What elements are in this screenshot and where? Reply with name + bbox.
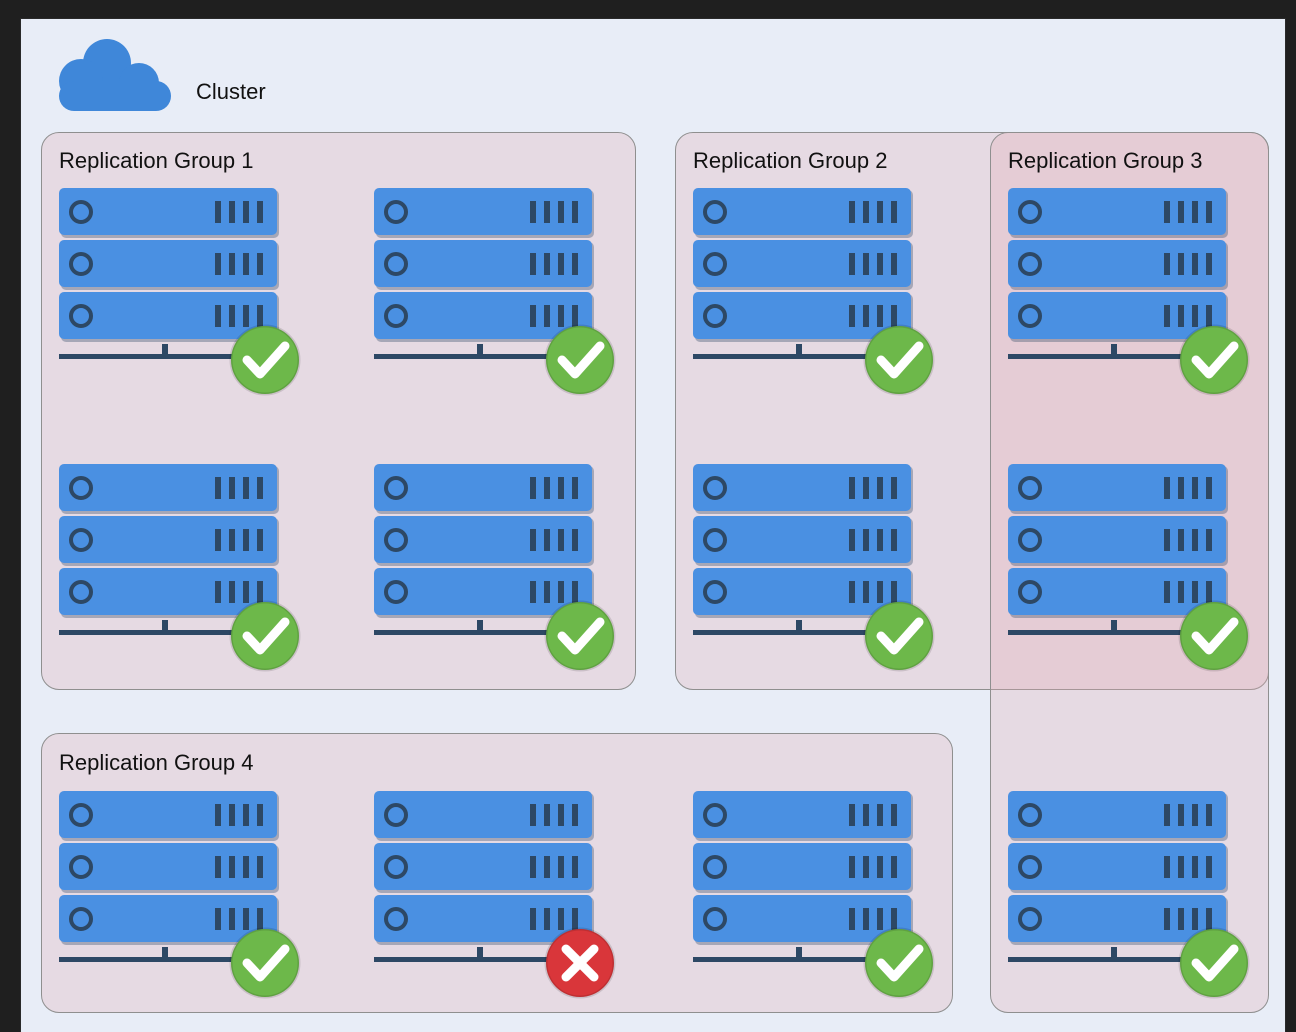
server-rack-icon: [1008, 188, 1250, 396]
check-icon: [1178, 927, 1250, 999]
server-s5: [59, 464, 301, 672]
check-icon: [863, 600, 935, 672]
server-rack-icon: [693, 791, 935, 999]
check-icon: [229, 927, 301, 999]
group-4-label: Replication Group 4: [59, 750, 254, 775]
server-s1: [59, 188, 301, 396]
server-rack-icon: [374, 791, 616, 999]
server-rack-icon: [59, 791, 301, 999]
group-3-label: Replication Group 3: [1008, 148, 1203, 173]
server-s12: [1008, 791, 1250, 999]
server-rack-icon: [374, 464, 616, 672]
x-icon: [544, 927, 616, 999]
server-s3: [693, 188, 935, 396]
server-s6: [374, 464, 616, 672]
cloud-icon: [59, 39, 171, 111]
server-s7: [693, 464, 935, 672]
server-s10: [374, 791, 616, 999]
server-rack-icon: [59, 188, 301, 396]
check-icon: [544, 324, 616, 396]
server-rack-icon: [693, 188, 935, 396]
check-icon: [1178, 600, 1250, 672]
group-2-label: Replication Group 2: [693, 148, 888, 173]
check-icon: [863, 927, 935, 999]
check-icon: [229, 324, 301, 396]
cluster-canvas: Cluster Replication Group 1 Replication …: [20, 18, 1286, 1032]
check-icon: [544, 600, 616, 672]
group-1-label: Replication Group 1: [59, 148, 254, 173]
check-icon: [863, 324, 935, 396]
server-s4: [1008, 188, 1250, 396]
server-s2: [374, 188, 616, 396]
server-s8: [1008, 464, 1250, 672]
server-rack-icon: [1008, 791, 1250, 999]
check-icon: [1178, 324, 1250, 396]
cluster-label: Cluster: [196, 79, 266, 104]
server-s9: [59, 791, 301, 999]
server-rack-icon: [374, 188, 616, 396]
check-icon: [229, 600, 301, 672]
server-s11: [693, 791, 935, 999]
server-rack-icon: [693, 464, 935, 672]
server-rack-icon: [59, 464, 301, 672]
server-rack-icon: [1008, 464, 1250, 672]
